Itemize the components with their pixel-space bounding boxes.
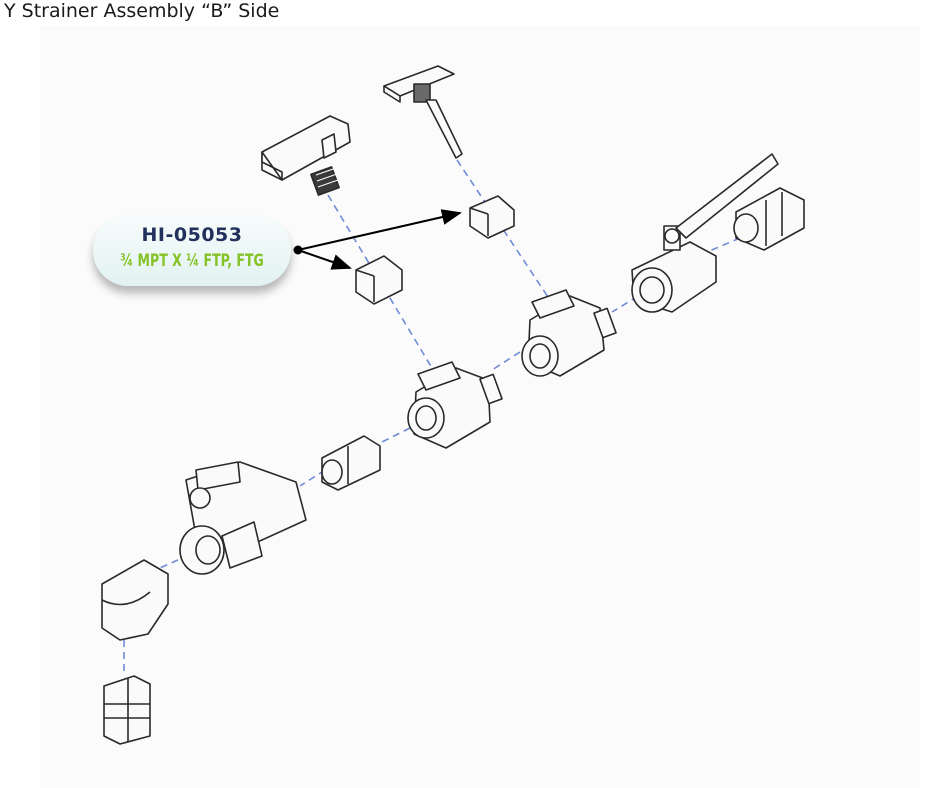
part-description-label: ¾ MPT X ¼ FTP, FTG [120,251,264,271]
bushing-upper [469,195,515,239]
bushing-lower [355,255,403,305]
callout-leader-arrows [297,209,462,270]
elbow-90 [101,559,169,641]
union-fitting [733,187,805,251]
hex-nipple-middle [321,435,381,491]
part-callout: HI-05053 ¾ MPT X ¼ FTP, FTG [93,215,291,286]
temperature-gauge-right [383,65,463,159]
ball-valve [631,153,779,313]
callout-anchor-dot [293,245,303,255]
hex-adapter-bottom [103,675,151,745]
page-title: Y Strainer Assembly “B” Side [4,0,280,22]
y-strainer [179,461,307,575]
tee-fitting-left [407,361,503,449]
tee-fitting-right [521,289,617,377]
pressure-gauge-left [261,115,351,196]
part-number-label: HI-05053 [141,224,243,246]
